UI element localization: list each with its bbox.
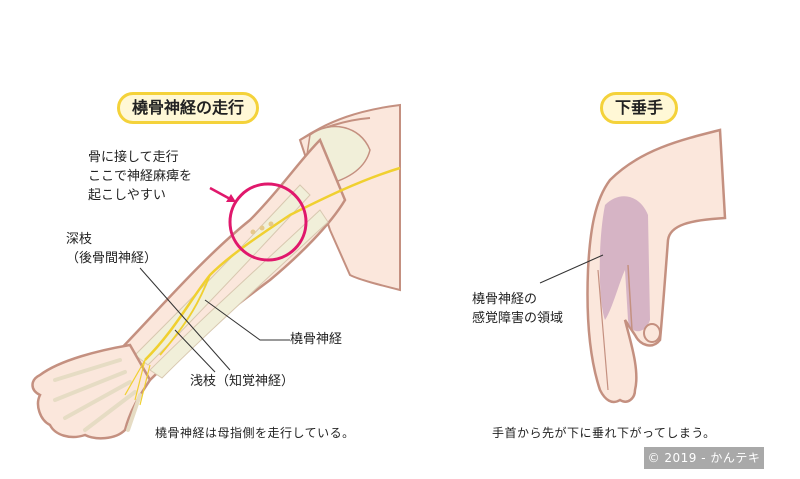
- right-caption: 手首から先が下に垂れ下がってしまう。: [492, 426, 716, 440]
- deep-branch-label: 深枝 （後骨間神経）: [66, 230, 157, 268]
- wrist-drop-illustration: [539, 128, 727, 404]
- highlight-circle: [228, 182, 308, 262]
- sensory-region-line-1: 橈骨神経の: [472, 292, 538, 307]
- callout-line-1: 骨に接して走行: [88, 150, 179, 165]
- callout-line-3: 起こしやすい: [88, 188, 166, 203]
- callout-bone-contact: 骨に接して走行 ここで神経麻痺を 起こしやすい: [88, 148, 192, 205]
- sensory-region: [599, 196, 650, 332]
- superficial-branch-label: 浅枝（知覚神経）: [190, 374, 295, 389]
- deep-branch-line-2: （後骨間神経）: [66, 251, 158, 266]
- radial-nerve-label: 橈骨神経: [290, 332, 343, 347]
- radial-nerve-course-title: 橈骨神経の走行: [117, 92, 260, 124]
- sensory-region-label: 橈骨神経の 感覚障害の領域: [472, 290, 563, 328]
- sensory-region-line-2: 感覚障害の領域: [472, 311, 564, 326]
- callout-line-2: ここで神経麻痺を: [88, 169, 193, 184]
- copyright-badge: © 2019 - かんテキ: [644, 447, 764, 469]
- wrist-drop-title: 下垂手: [600, 92, 679, 124]
- left-caption: 橈骨神経は母指側を走行している。: [155, 426, 355, 440]
- arm-illustration: [31, 103, 401, 440]
- deep-branch-line-1: 深枝: [66, 232, 93, 247]
